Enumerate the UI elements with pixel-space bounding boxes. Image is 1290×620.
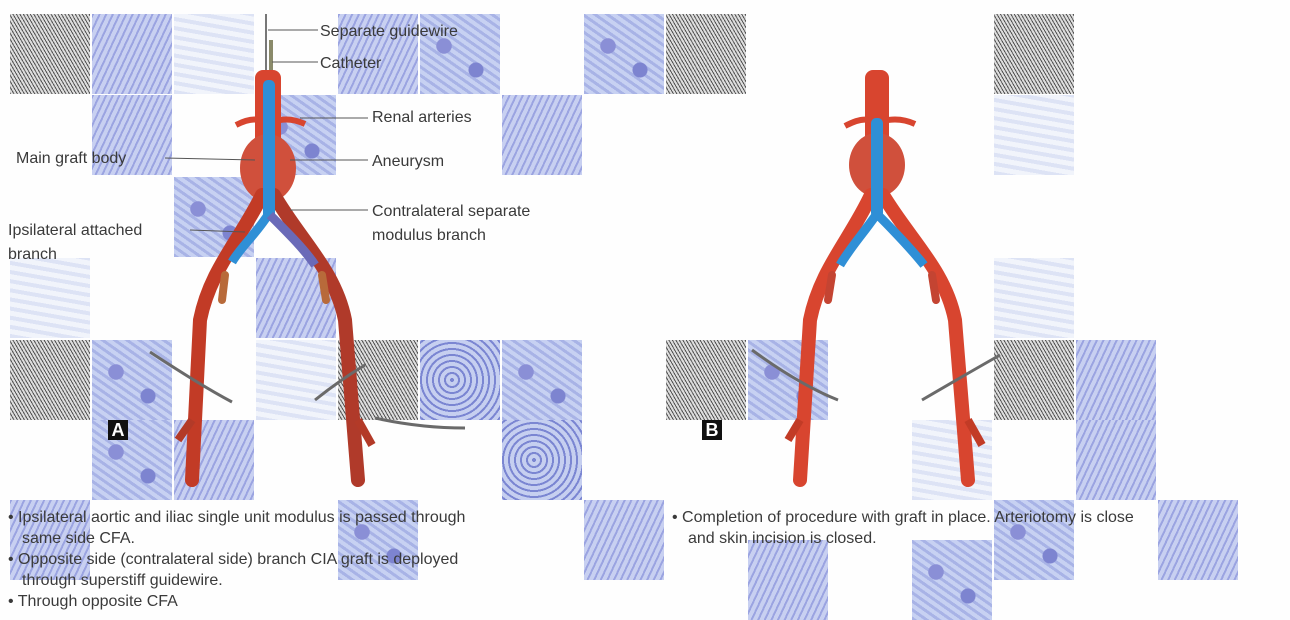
caption-a-line5: • Through opposite CFA (8, 591, 465, 612)
caption-a-line2: same side CFA. (8, 528, 465, 549)
label-contralateral-line2: modulus branch (372, 226, 486, 245)
panel-a-illustration (150, 14, 465, 480)
label-renal-arteries: Renal arteries (372, 108, 472, 127)
renal-artery-right (280, 120, 305, 125)
caption-a-line3: • Opposite side (contralateral side) bra… (8, 549, 465, 570)
caption-b-line2: and skin incision is closed. (672, 528, 1134, 549)
renal-artery-left (236, 120, 258, 125)
renal-artery-right (888, 120, 915, 125)
internal-iliac-left (828, 275, 832, 300)
panel-a-caption: • Ipsilateral aortic and iliac single un… (8, 507, 465, 612)
label-separate-guidewire: Separate guidewire (320, 22, 458, 41)
label-catheter: Catheter (320, 54, 381, 73)
internal-iliac-right (322, 275, 326, 300)
label-main-graft-body: Main graft body (16, 149, 126, 168)
main-graft (871, 118, 883, 218)
label-contralateral-line1: Contralateral separate (372, 202, 530, 221)
suture-line-left (752, 350, 838, 400)
internal-iliac-left (222, 275, 225, 300)
panel-b-illustration (752, 70, 1000, 480)
wire-right-lower (375, 418, 465, 428)
caption-a-line4: through superstiff guidewire. (8, 570, 465, 591)
label-ipsilateral-line2: branch (8, 245, 57, 264)
label-ipsilateral-line1: Ipsilateral attached (8, 221, 142, 240)
caption-b-line1: • Completion of procedure with graft in … (672, 507, 1134, 528)
internal-iliac-right (932, 275, 936, 300)
renal-artery-left (845, 120, 868, 126)
panel-b-letter: B (702, 420, 722, 440)
label-aneurysm: Aneurysm (372, 152, 444, 171)
caption-a-line1: • Ipsilateral aortic and iliac single un… (8, 507, 465, 528)
panel-b-caption: • Completion of procedure with graft in … (672, 507, 1134, 549)
panel-a-letter: A (108, 420, 128, 440)
main-graft (263, 80, 275, 220)
